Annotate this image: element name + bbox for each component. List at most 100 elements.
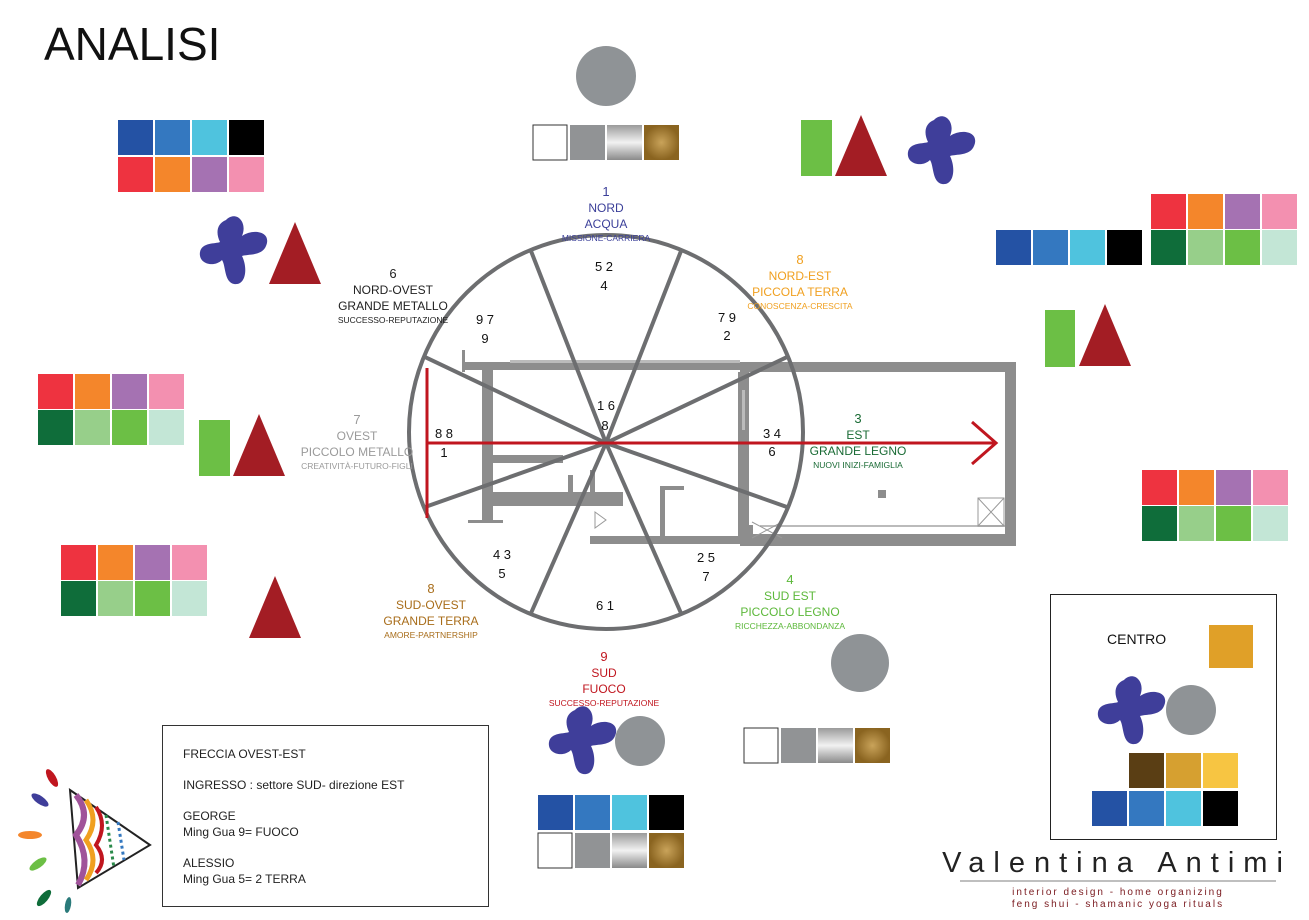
metal-swatch bbox=[607, 125, 642, 160]
stars-nw-1: 9 7 bbox=[476, 312, 494, 327]
fire-swatch bbox=[192, 157, 227, 192]
sector-direction: NORD-OVEST bbox=[353, 283, 434, 297]
sector-meaning: RICCHEZZA-ABBONDANZA bbox=[735, 621, 845, 631]
fire-swatch bbox=[1216, 470, 1251, 505]
stars-n-1: 5 2 bbox=[595, 259, 613, 274]
notes-box: FRECCIA OVEST-EST INGRESSO : settore SUD… bbox=[162, 725, 489, 907]
sector-divider bbox=[604, 442, 684, 615]
stars-se-2: 7 bbox=[702, 569, 709, 584]
fire-swatch bbox=[155, 157, 190, 192]
element-shapes bbox=[199, 46, 1216, 775]
sector-divider bbox=[605, 354, 789, 445]
brand-tagline-1: interior design - home organizing bbox=[1012, 887, 1224, 898]
water-swatch bbox=[1070, 230, 1105, 265]
water-swatch bbox=[155, 120, 190, 155]
stars-ne-1: 7 9 bbox=[718, 310, 736, 325]
stars-sw-2: 5 bbox=[498, 566, 505, 581]
wood-swatch bbox=[61, 581, 96, 616]
water-swatch bbox=[1107, 230, 1142, 265]
centro-box: CENTRO bbox=[1050, 594, 1277, 840]
sector-divider bbox=[604, 249, 684, 444]
fire-triangle-sw bbox=[249, 576, 301, 638]
sector-meaning: AMORE-PARTNERSHIP bbox=[384, 630, 478, 640]
sector-element: GRANDE TERRA bbox=[383, 614, 478, 628]
centro-earth-swatch bbox=[1209, 625, 1253, 668]
stars-nw-2: 9 bbox=[481, 331, 488, 346]
earth-swatch bbox=[1166, 753, 1201, 788]
bagua-wheel bbox=[407, 233, 805, 631]
stars-w-2: 1 bbox=[440, 445, 447, 460]
fire-swatch bbox=[1179, 470, 1214, 505]
water-swatch bbox=[192, 120, 227, 155]
fire-triangle-e bbox=[1079, 304, 1131, 366]
brand-name: Valentina Antimi bbox=[942, 847, 1292, 879]
wood-swatch bbox=[135, 581, 170, 616]
metal-circle-s bbox=[615, 716, 665, 766]
water-swatch bbox=[1129, 791, 1164, 826]
wood-swatch bbox=[75, 410, 110, 445]
sector-direction: NORD-EST bbox=[769, 269, 832, 283]
person-1-gua: Ming Gua 9= FUOCO bbox=[183, 825, 299, 839]
wood-swatch bbox=[1262, 230, 1297, 265]
sector-element: FUOCO bbox=[582, 682, 625, 696]
water-swatch bbox=[612, 795, 647, 830]
water-swatch bbox=[1166, 791, 1201, 826]
sector-element: ACQUA bbox=[585, 217, 628, 231]
brand-tagline-2: feng shui - shamanic yoga rituals bbox=[1012, 899, 1224, 910]
metal-swatch bbox=[575, 833, 610, 868]
wood-swatch bbox=[1179, 506, 1214, 541]
sector-element: PICCOLO LEGNO bbox=[740, 605, 839, 619]
sector-number: 8 bbox=[796, 252, 803, 267]
wood-swatch bbox=[1188, 230, 1223, 265]
fire-swatch bbox=[118, 157, 153, 192]
wood-swatch bbox=[1216, 506, 1251, 541]
fire-swatch bbox=[1225, 194, 1260, 229]
sector-meaning: SUCCESSO-REPUTAZIONE bbox=[549, 698, 660, 708]
stars-e-1: 3 4 bbox=[763, 426, 781, 441]
wood-swatch bbox=[112, 410, 147, 445]
fire-swatch bbox=[112, 374, 147, 409]
wood-swatch bbox=[149, 410, 184, 445]
fire-triangle-w bbox=[233, 414, 285, 476]
water-swatch bbox=[575, 795, 610, 830]
sector-number: 8 bbox=[427, 581, 434, 596]
wood-rect-e bbox=[1045, 310, 1075, 367]
wood-swatch bbox=[1142, 506, 1177, 541]
sector-meaning: CONOSCENZA-CRESCITA bbox=[747, 301, 852, 311]
sector-divider bbox=[423, 441, 607, 510]
sector-element: PICCOLO METALLO bbox=[301, 445, 413, 459]
stars-se-1: 2 5 bbox=[697, 550, 715, 565]
metal-circle-se bbox=[831, 634, 889, 692]
fire-swatch bbox=[75, 374, 110, 409]
fire-swatch bbox=[1253, 470, 1288, 505]
sector-meaning: MISSIONE-CARRIERA bbox=[562, 233, 651, 243]
person-1-name: GEORGE bbox=[183, 809, 236, 823]
note-arrow: FRECCIA OVEST-EST bbox=[183, 747, 306, 761]
sector-divider bbox=[605, 441, 789, 510]
fire-triangle-ne bbox=[835, 115, 887, 176]
water-swatch bbox=[1203, 791, 1238, 826]
stars-c-1: 1 6 bbox=[597, 398, 615, 413]
note-entrance: INGRESSO : settore SUD- direzione EST bbox=[183, 778, 405, 792]
water-blob-ne bbox=[907, 116, 976, 185]
earth-swatch bbox=[1129, 753, 1164, 788]
wood-rect-w bbox=[199, 420, 230, 476]
earth-swatch bbox=[1203, 753, 1238, 788]
water-swatch bbox=[649, 795, 684, 830]
sector-meaning: NUOVI INIZI-FAMIGLIA bbox=[813, 460, 903, 470]
sector-number: 6 bbox=[389, 266, 396, 281]
wood-swatch bbox=[98, 581, 133, 616]
water-swatch bbox=[229, 120, 264, 155]
water-swatch bbox=[538, 795, 573, 830]
fire-swatch bbox=[1262, 194, 1297, 229]
metal-swatch bbox=[570, 125, 605, 160]
